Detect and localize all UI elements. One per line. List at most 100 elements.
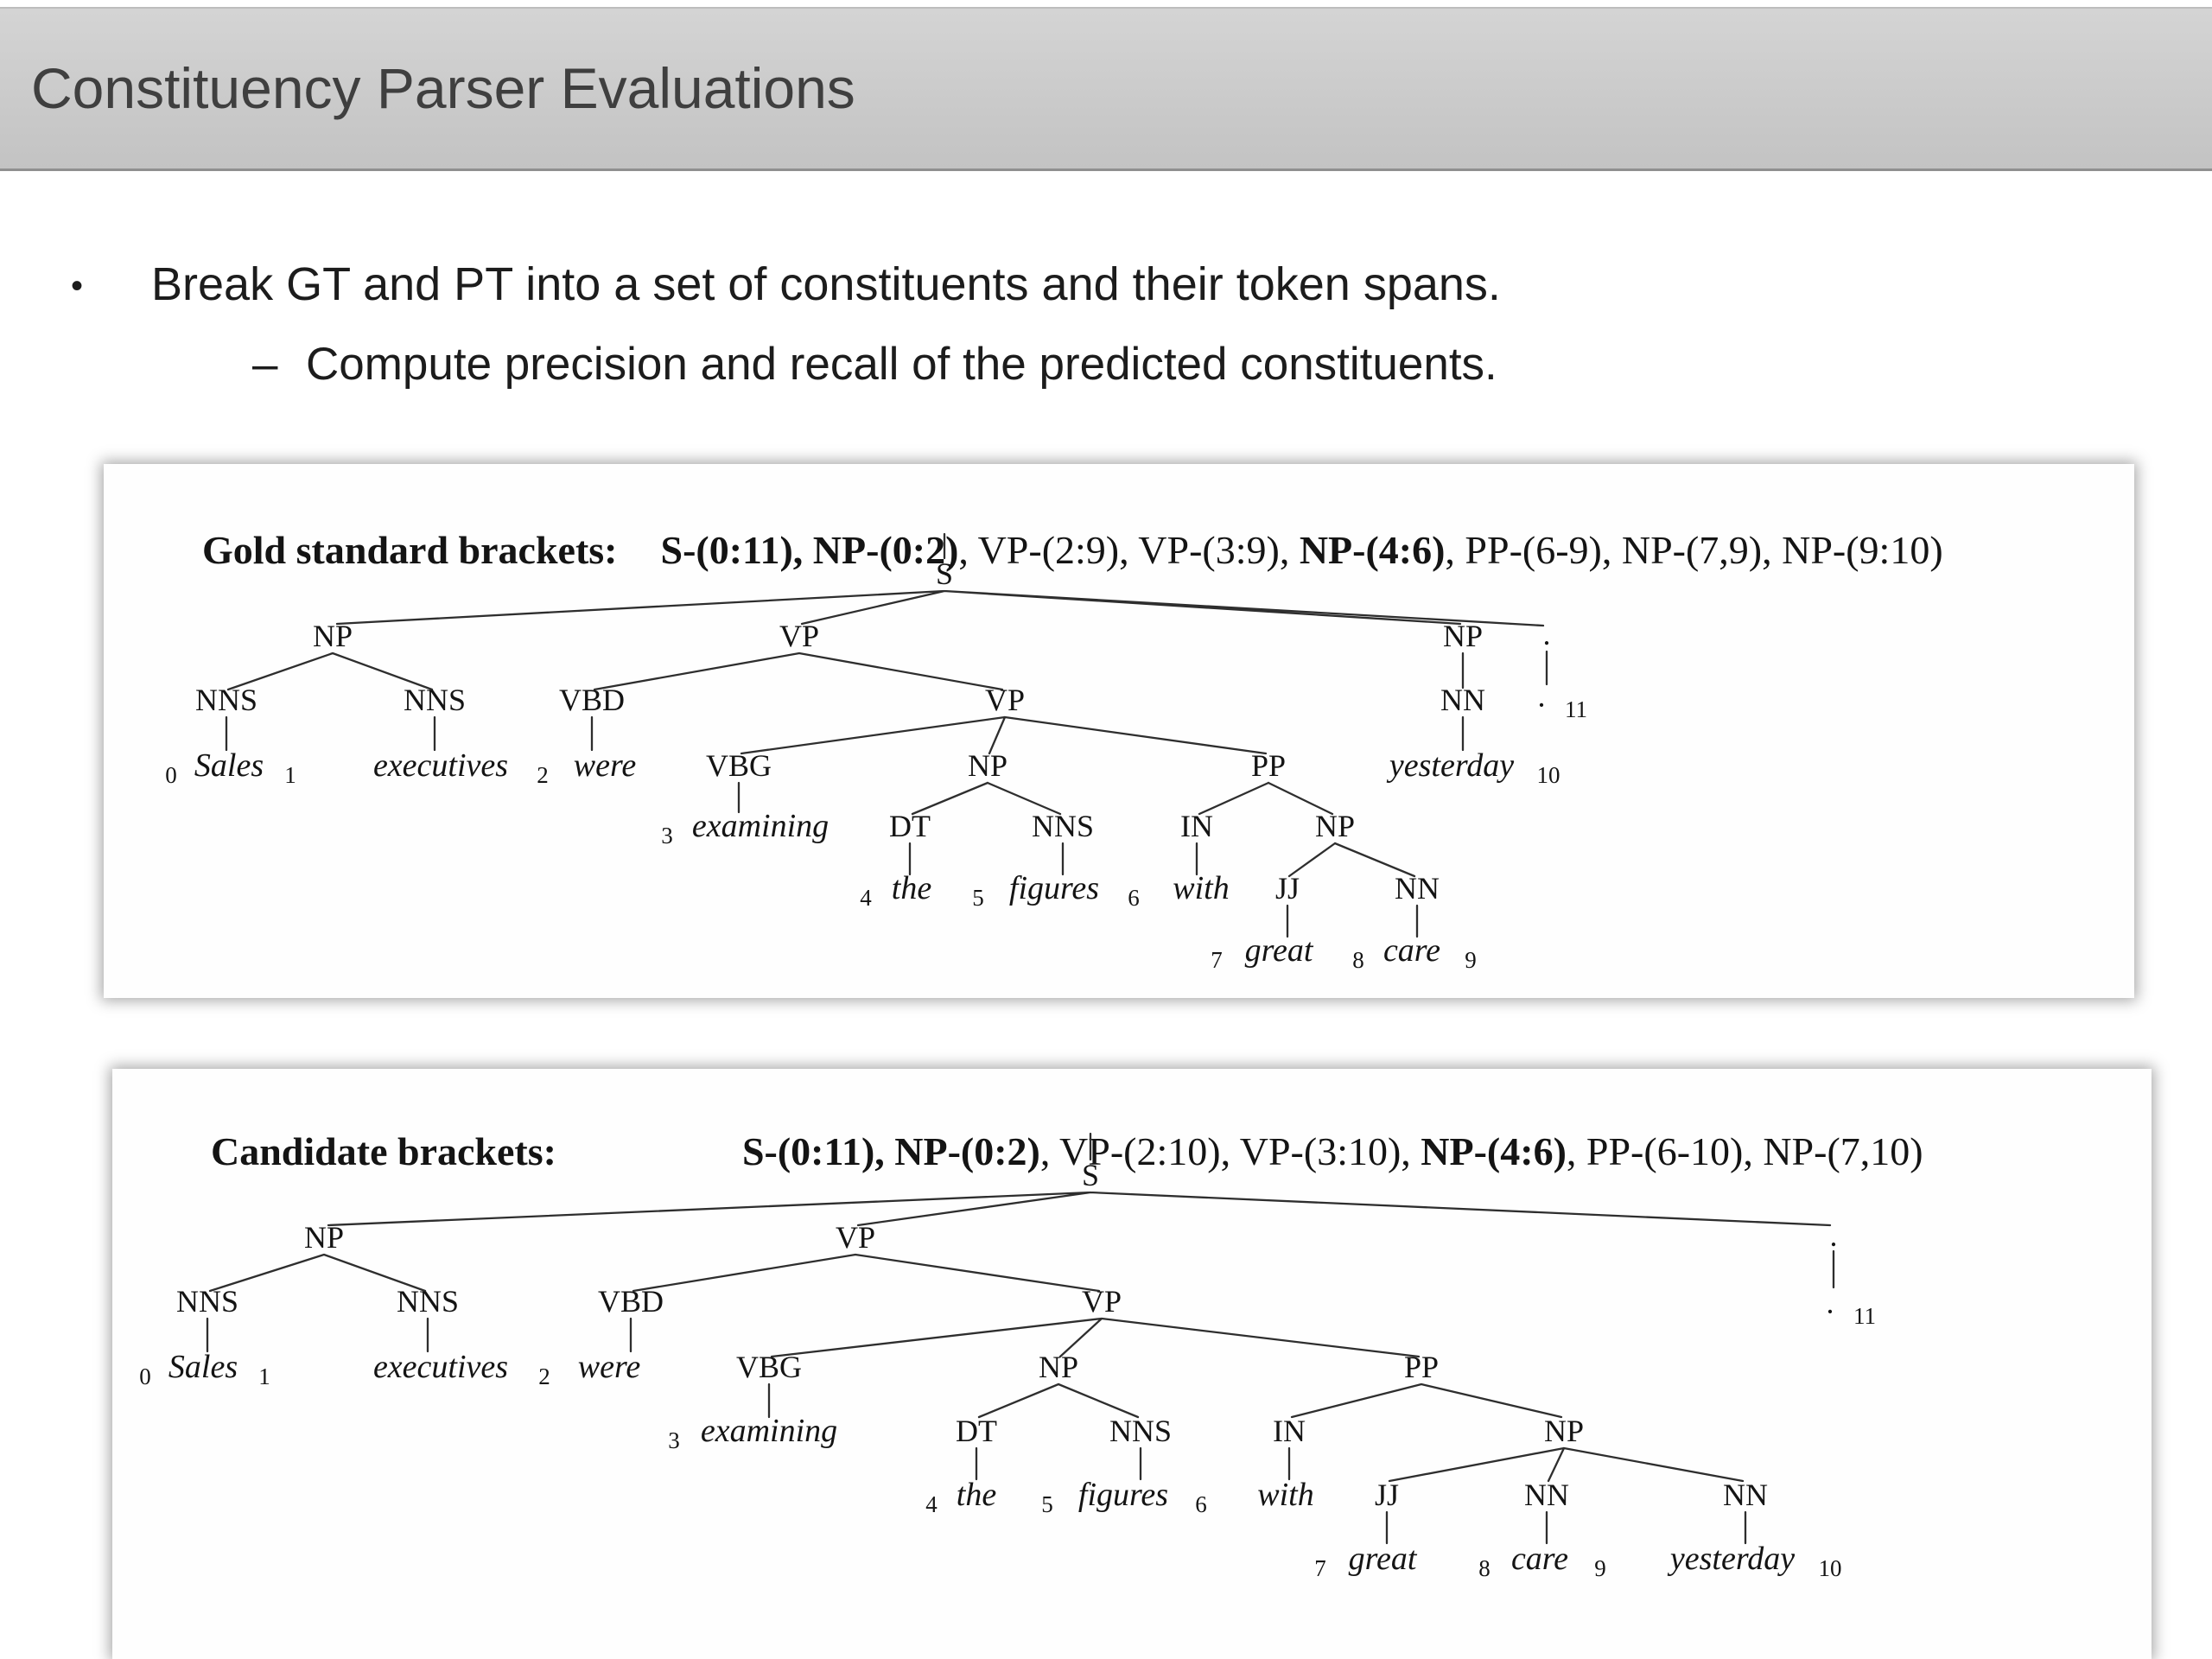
token-index: 2 <box>538 1363 550 1389</box>
pos-tag-JJ: JJ <box>1275 871 1300 906</box>
pos-tag-NN: NN <box>1524 1478 1569 1512</box>
word-with: with <box>1173 870 1229 906</box>
word-were: were <box>574 747 637 784</box>
pos-tag-NNS: NNS <box>1109 1414 1172 1448</box>
token-index: 4 <box>860 885 872 911</box>
gold-tree-edges <box>225 532 1548 938</box>
pos-tag-S: S <box>936 556 953 591</box>
candidate-brackets-bold-2: NP-(4:6) <box>1421 1129 1567 1173</box>
gold-brackets-label: Gold standard brackets: <box>202 528 618 572</box>
gold-tree-leaves: 0 Sales 1 executives 2 were yesterday 10… <box>165 747 1560 973</box>
candidate-brackets-bold-1: S-(0:11), NP-(0:2) <box>741 1129 1040 1173</box>
pos-tag-NP: NP <box>1039 1350 1078 1384</box>
sub-bullet-item: – Compute precision and recall of the pr… <box>252 337 1501 392</box>
pos-tag-NP: NP <box>313 619 353 653</box>
pos-tag-NP: NP <box>1544 1414 1584 1448</box>
token-index: 8 <box>1478 1555 1491 1581</box>
gold-brackets-normal-1: , VP-(2:9), VP-(3:9), <box>958 528 1300 572</box>
pos-tag-NN: NN <box>1723 1478 1768 1512</box>
terminal-period: · <box>1825 1294 1835 1329</box>
word-sales: Sales <box>194 747 264 784</box>
title-bar: Constituency Parser Evaluations <box>0 7 2212 171</box>
word-great: great <box>1349 1541 1418 1577</box>
word-examining: examining <box>692 808 829 844</box>
pos-tag-VP: VP <box>779 619 819 653</box>
candidate-brackets-label: Candidate brackets: <box>211 1129 556 1173</box>
word-yesterday: yesterday <box>1386 747 1514 784</box>
token-index: 11 <box>1565 696 1587 722</box>
pos-tag-VP: VP <box>836 1220 875 1255</box>
word-examining: examining <box>701 1413 837 1449</box>
pos-tag-NNS: NNS <box>1032 809 1094 843</box>
word-figures: figures <box>1078 1477 1168 1513</box>
token-index: 9 <box>1465 947 1477 973</box>
token-index: 6 <box>1128 885 1140 911</box>
token-index: 9 <box>1594 1555 1606 1581</box>
token-index: 1 <box>258 1363 270 1389</box>
candidate-tree-edges <box>206 1132 1835 1545</box>
pos-tag-VP: VP <box>985 683 1025 717</box>
token-index: 6 <box>1195 1491 1207 1517</box>
token-index: 10 <box>1819 1555 1842 1581</box>
word-figures: figures <box>1009 870 1099 906</box>
gold-brackets-bold-2: NP-(4:6) <box>1299 528 1446 572</box>
candidate-tree-nodes: S NP VP . NNS NNS VBD VP · 11 VBG NP PP … <box>176 1158 1876 1512</box>
bullet-text: Break GT and PT into a set of constituen… <box>151 258 1501 310</box>
word-sales: Sales <box>168 1349 238 1385</box>
pos-tag-VP: VP <box>1082 1284 1122 1319</box>
candidate-brackets-normal-2: , PP-(6-10), NP-(7,10) <box>1566 1129 1923 1173</box>
pos-tag-VBG: VBG <box>736 1350 802 1384</box>
pos-tag-NNS: NNS <box>195 683 257 717</box>
pos-tag-period: . <box>1830 1218 1838 1253</box>
gold-tree-figure: Gold standard brackets: S-(0:11), NP-(0:2… <box>104 464 2134 998</box>
token-index: 5 <box>1041 1491 1053 1517</box>
pos-tag-PP: PP <box>1251 748 1286 783</box>
pos-tag-period: . <box>1543 617 1551 652</box>
pos-tag-DT: DT <box>889 809 931 843</box>
page-title: Constituency Parser Evaluations <box>31 56 855 120</box>
token-index: 5 <box>972 885 984 911</box>
pos-tag-NP: NP <box>304 1220 344 1255</box>
pos-tag-PP: PP <box>1404 1350 1439 1384</box>
word-were: were <box>578 1349 641 1385</box>
pos-tag-NNS: NNS <box>404 683 466 717</box>
token-index: 1 <box>284 762 296 788</box>
token-index: 3 <box>668 1427 680 1453</box>
bullet-item: • Break GT and PT into a set of constitu… <box>71 256 1501 316</box>
pos-tag-VBD: VBD <box>559 683 625 717</box>
pos-tag-NP: NP <box>968 748 1007 783</box>
candidate-tree-leaves: 0 Sales 1 executives 2 were 3 examining … <box>139 1349 1841 1581</box>
sub-bullet-text: Compute precision and recall of the pred… <box>306 339 1497 390</box>
gold-parse-tree: S NP VP NP . NNS NNS VBD VP NN · 11 VBG … <box>165 532 1587 973</box>
token-index: 2 <box>537 762 549 788</box>
word-care: care <box>1383 932 1440 969</box>
pos-tag-NP: NP <box>1443 619 1483 653</box>
word-great: great <box>1245 932 1314 969</box>
pos-tag-DT: DT <box>956 1414 997 1448</box>
token-index: 11 <box>1853 1303 1876 1329</box>
pos-tag-NN: NN <box>1395 871 1440 906</box>
gold-brackets-normal-2: , PP-(6-9), NP-(7,9), NP-(9:10) <box>1445 528 1943 572</box>
token-index: 4 <box>925 1491 938 1517</box>
word-the: the <box>957 1477 997 1513</box>
pos-tag-IN: IN <box>1180 809 1213 843</box>
token-index: 0 <box>165 762 177 788</box>
pos-tag-S: S <box>1082 1158 1099 1192</box>
pos-tag-IN: IN <box>1273 1414 1306 1448</box>
bullet-list: • Break GT and PT into a set of constitu… <box>71 256 1501 392</box>
gold-brackets-bold-1: S-(0:11), NP-(0:2) <box>660 528 959 572</box>
pos-tag-JJ: JJ <box>1375 1478 1399 1512</box>
word-with: with <box>1257 1477 1313 1513</box>
token-index: 7 <box>1211 947 1223 973</box>
pos-tag-NP: NP <box>1315 809 1355 843</box>
gold-brackets-line: Gold standard brackets: S-(0:11), NP-(0:2… <box>104 464 2134 619</box>
pos-tag-NNS: NNS <box>176 1284 238 1319</box>
terminal-period: · <box>1536 688 1547 722</box>
pos-tag-VBG: VBG <box>706 748 772 783</box>
word-yesterday: yesterday <box>1667 1541 1795 1577</box>
word-the: the <box>892 870 932 906</box>
token-index: 3 <box>661 823 673 849</box>
candidate-parse-tree: S NP VP . NNS NNS VBD VP · 11 VBG NP PP … <box>139 1132 1876 1581</box>
word-care: care <box>1511 1541 1568 1577</box>
